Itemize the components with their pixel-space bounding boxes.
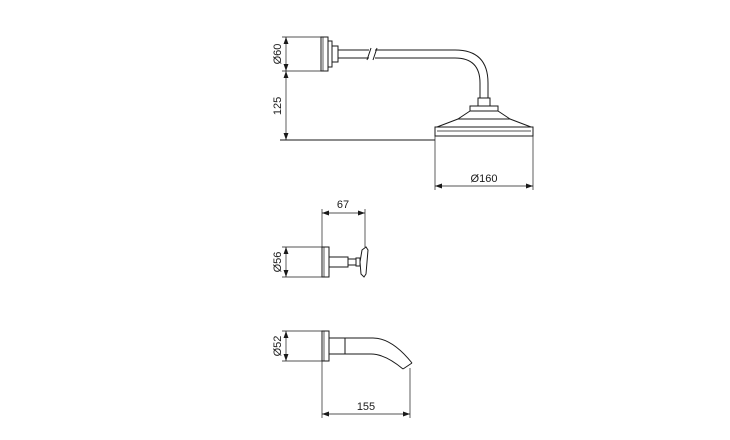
label-drop-height: 125 bbox=[272, 97, 284, 115]
spout-body bbox=[328, 337, 413, 370]
label-arm-flange-diameter: Ø60 bbox=[272, 44, 284, 65]
dimension-valve-flange-diameter: Ø56 bbox=[272, 246, 322, 278]
spout-assembly: Ø52 155 bbox=[272, 330, 413, 418]
shower-arm-wall-flange bbox=[320, 36, 339, 72]
shower-head bbox=[434, 97, 534, 137]
spout-wall-flange bbox=[321, 330, 330, 362]
dimension-head-diameter: Ø160 bbox=[434, 136, 534, 190]
label-head-diameter: Ø160 bbox=[471, 173, 498, 185]
dimension-spout-projection: 155 bbox=[321, 361, 411, 418]
label-valve-projection: 67 bbox=[337, 199, 349, 211]
label-valve-flange-diameter: Ø56 bbox=[272, 252, 284, 273]
label-spout-flange-diameter: Ø52 bbox=[272, 336, 284, 357]
dimension-valve-projection: 67 bbox=[321, 199, 366, 247]
shower-arm bbox=[338, 47, 489, 98]
valve-assembly: 67 Ø56 bbox=[272, 199, 369, 278]
dimension-arm-flange-diameter: Ø60 bbox=[272, 36, 321, 72]
dimension-drop-height: 125 bbox=[272, 71, 289, 140]
label-spout-projection: 155 bbox=[357, 401, 375, 413]
shower-head-assembly: Ø60 125 Ø160 bbox=[272, 36, 534, 190]
dimension-spout-flange-diameter: Ø52 bbox=[272, 330, 322, 362]
valve-body bbox=[328, 246, 369, 278]
valve-wall-flange bbox=[321, 246, 330, 278]
